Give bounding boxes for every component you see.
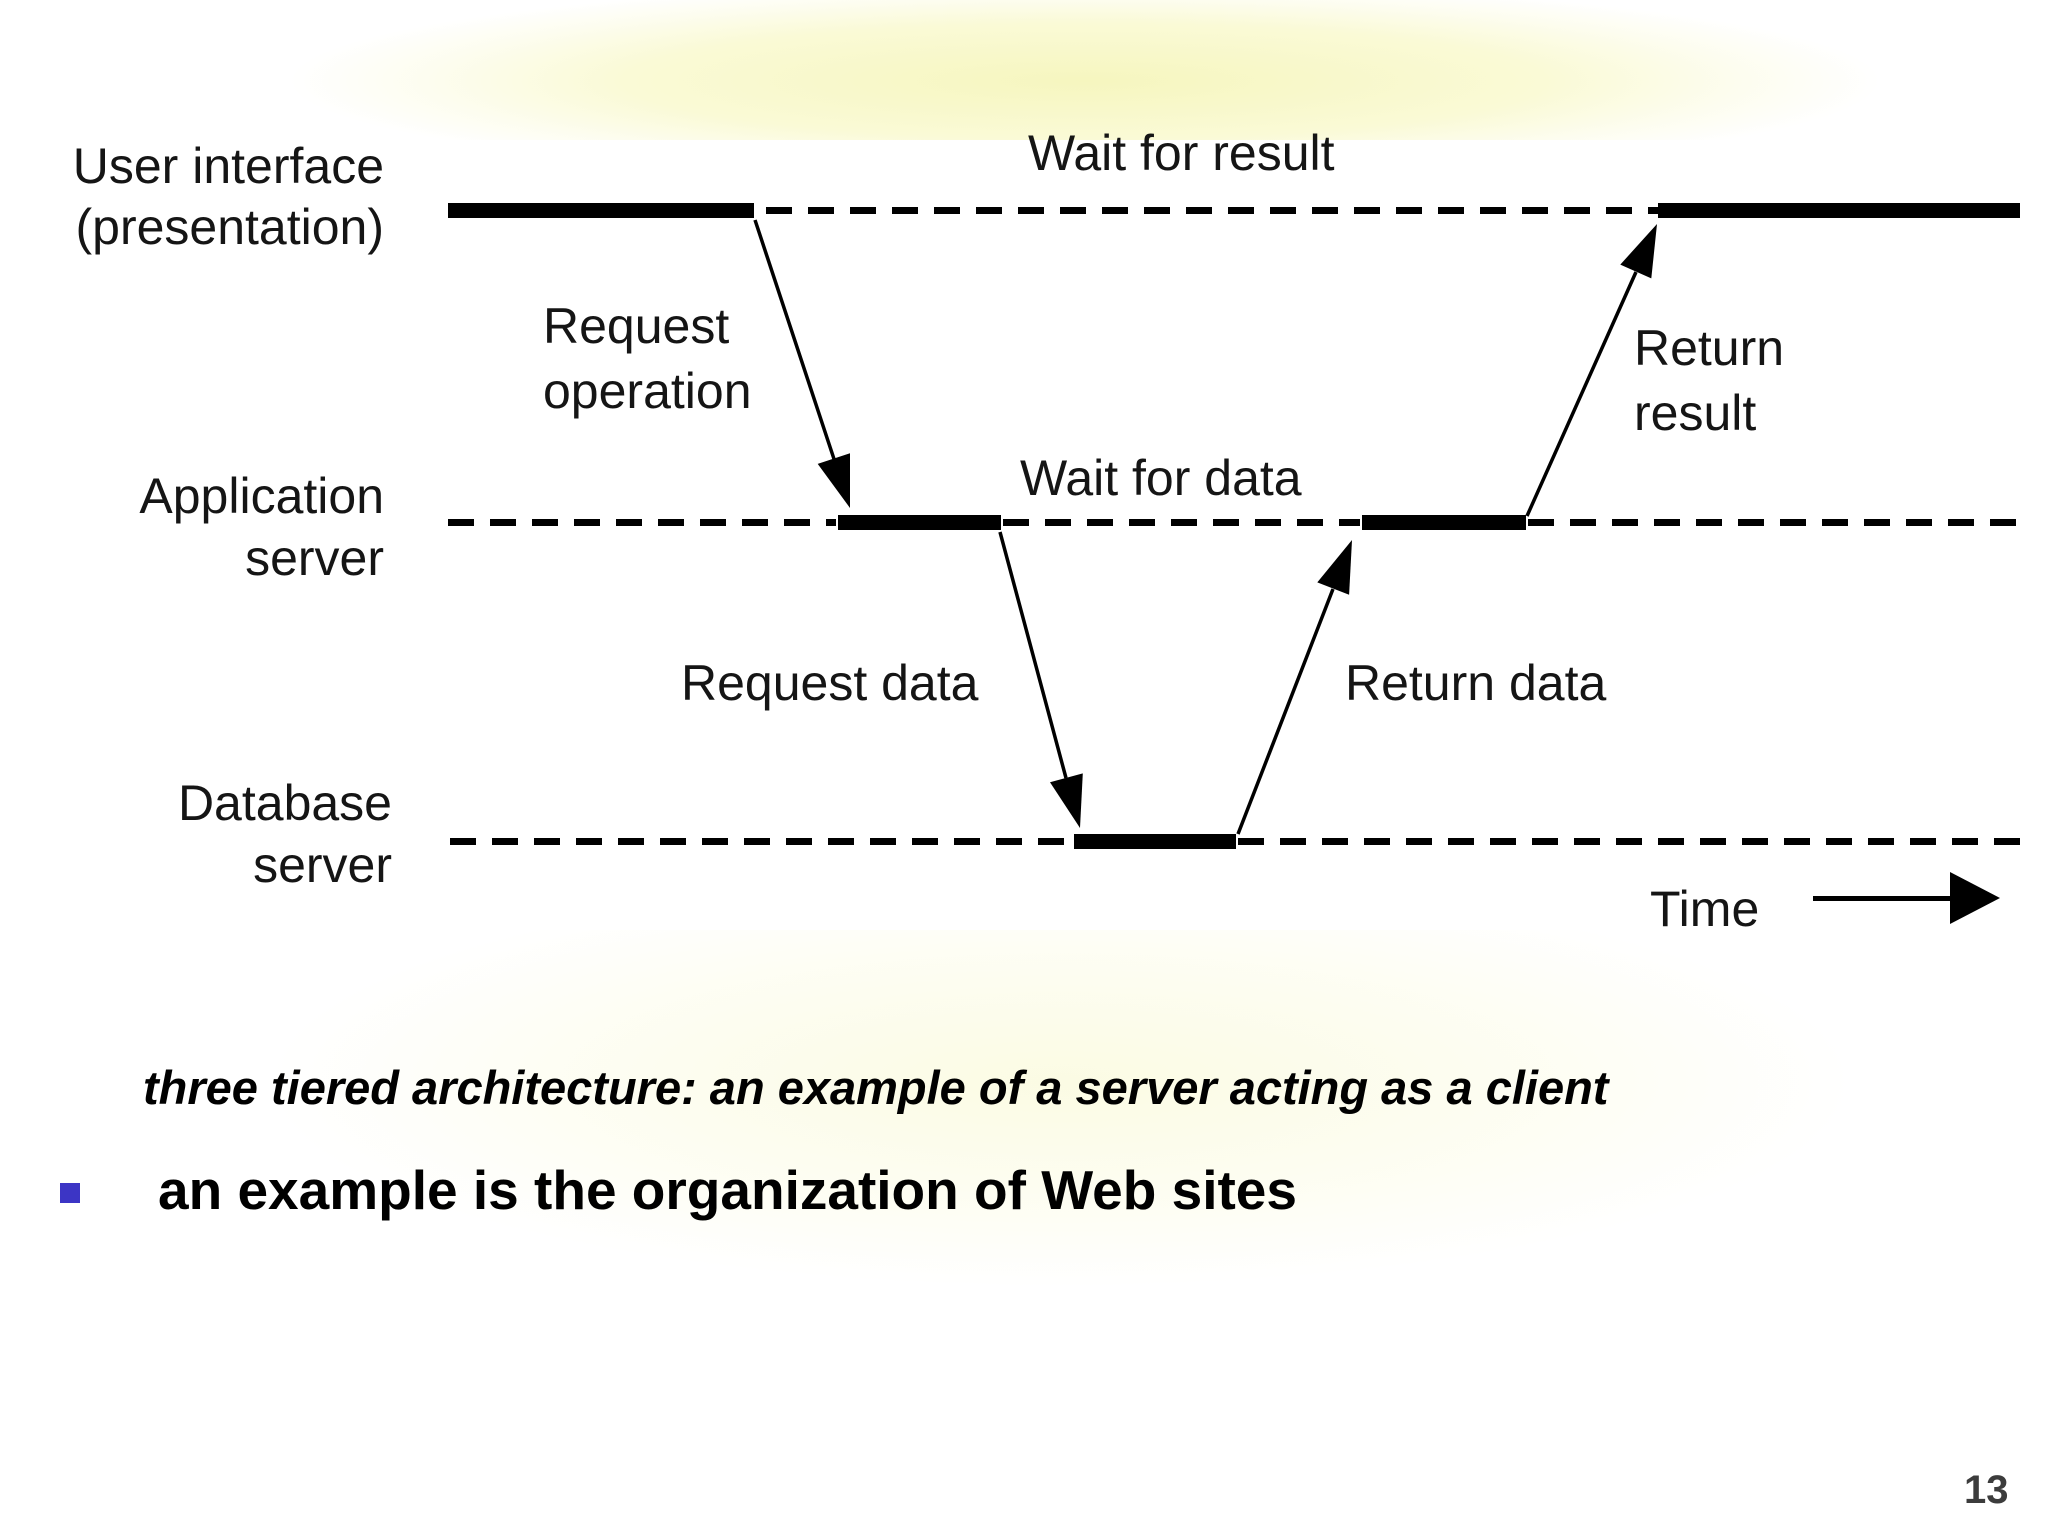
request-data-label: Request data [681, 655, 979, 711]
bullet-square-icon [60, 1183, 80, 1203]
figure-caption: three tiered architecture: an example of… [143, 1061, 1609, 1114]
wait-for-result-label: Wait for result [1028, 125, 1335, 181]
app-idle-dashed-line-3 [1528, 519, 2020, 526]
wait-for-data-label: Wait for data [1020, 450, 1302, 506]
return-result-label: Return result [1634, 320, 1785, 441]
return-data-label: Return data [1345, 655, 1607, 711]
request-operation-arrow [753, 219, 850, 508]
db-activity-segment [1074, 834, 1236, 849]
app-activity-segment-2 [1362, 515, 1526, 530]
time-arrow-head [1950, 872, 2000, 924]
return-result-arrow [1525, 224, 1657, 517]
tier-label-database-server: Database server [177, 775, 392, 893]
time-axis-label: Time [1650, 881, 1760, 937]
db-idle-dashed-line-2 [1238, 838, 2020, 845]
app-activity-segment-1 [838, 515, 1001, 530]
tier-label-application-server: Application server [139, 468, 384, 586]
app-idle-dashed-line-2 [1003, 519, 1360, 526]
request-data-arrow [998, 531, 1083, 828]
app-idle-dashed-line-1 [448, 519, 836, 526]
tier-label-user-interface: User interface (presentation) [72, 138, 384, 255]
ui-idle-dashed-line [766, 207, 1658, 214]
request-operation-label: Request operation [543, 298, 752, 419]
bullet-text: an example is the organization of Web si… [158, 1159, 1297, 1221]
ui-activity-segment-left [448, 203, 754, 218]
db-idle-dashed-line-1 [450, 838, 1072, 845]
return-data-arrow [1236, 540, 1352, 835]
time-arrow-shaft [1813, 896, 1955, 901]
ui-activity-segment-right [1658, 203, 2020, 218]
page-number: 13 [1964, 1468, 2009, 1512]
